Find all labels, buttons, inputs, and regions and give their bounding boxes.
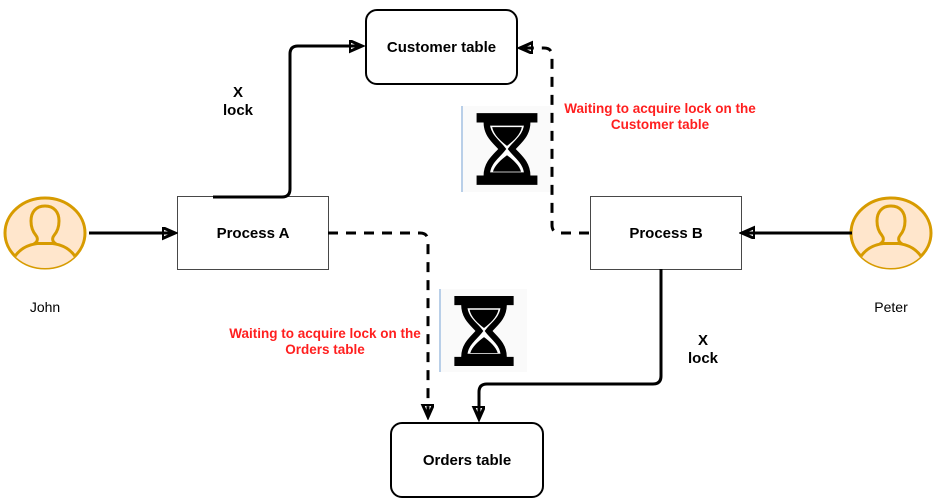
waiting-customer-table-warning: Waiting to acquire lock on the Customer …	[552, 101, 768, 133]
x-lock-bottom-line2: lock	[687, 350, 718, 367]
x-lock-top-line1: X	[232, 84, 243, 101]
waiting-customer-line1: Waiting to acquire lock on the	[564, 101, 756, 116]
process-a-label: Process A	[216, 224, 290, 242]
process-b-label: Process B	[629, 224, 703, 242]
waiting-orders-table-warning: Waiting to acquire lock on the Orders ta…	[213, 326, 437, 358]
actor-label-peter: Peter	[874, 299, 908, 315]
person-icon	[849, 196, 933, 275]
process-a-node: Process A	[177, 196, 329, 270]
person-icon	[3, 196, 87, 275]
waiting-orders-line1: Waiting to acquire lock on the	[229, 326, 421, 341]
customer-table-label: Customer table	[386, 38, 497, 56]
arrow-process-a-to-customer-table	[213, 46, 362, 199]
actor-label-john: John	[29, 299, 61, 315]
hourglass-icon	[461, 106, 551, 192]
customer-table-node: Customer table	[365, 9, 518, 85]
hourglass-icon	[439, 289, 527, 372]
waiting-orders-line2: Orders table	[285, 342, 365, 357]
orders-table-label: Orders table	[422, 451, 512, 469]
x-lock-bottom-line1: X	[697, 332, 708, 349]
x-lock-label-bottom: X lock	[663, 332, 743, 368]
x-lock-label-top: X lock	[198, 84, 278, 120]
dashed-arrow-process-a-waiting-orders-table	[328, 231, 428, 417]
waiting-customer-line2: Customer table	[610, 117, 710, 132]
orders-table-node: Orders table	[390, 422, 544, 498]
process-b-node: Process B	[590, 196, 742, 270]
x-lock-top-line2: lock	[222, 102, 253, 119]
